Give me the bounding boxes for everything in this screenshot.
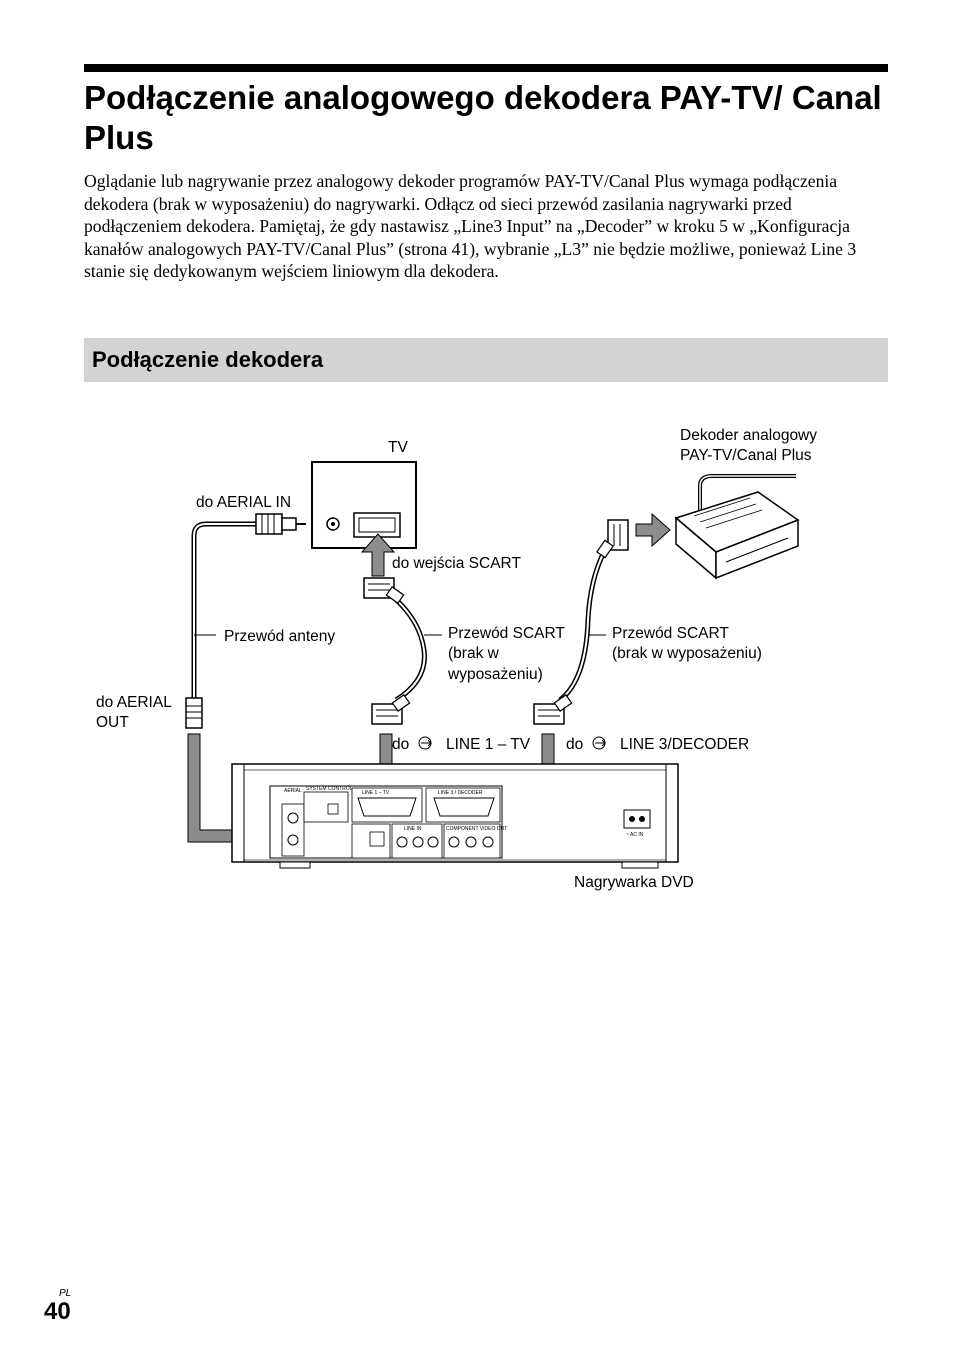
scart-cable-2-label-b: (brak w wyposażeniu) bbox=[612, 645, 762, 662]
scart-cable-1-label-c: wyposażeniu) bbox=[447, 666, 543, 683]
panel-aerial-label: AERIAL bbox=[284, 788, 302, 794]
antenna-cable-label: Przewód anteny bbox=[224, 628, 335, 645]
recorder-label: Nagrywarka DVD bbox=[574, 874, 694, 891]
intro-paragraph: Oglądanie lub nagrywanie przez analogowy… bbox=[84, 171, 857, 282]
page-number: 40 bbox=[44, 1298, 71, 1325]
panel-system-control-label: SYSTEM CONTROL bbox=[306, 786, 353, 792]
scart-cable-2 bbox=[533, 519, 629, 725]
panel-line-in-label: LINE IN bbox=[404, 826, 422, 832]
antenna-cable bbox=[185, 513, 306, 729]
decoder-icon bbox=[674, 474, 800, 580]
panel-line3-label: LINE 3 / DECODER bbox=[438, 790, 483, 796]
aerial-out-label-line2: OUT bbox=[96, 714, 129, 731]
input-arrow-icon bbox=[592, 736, 606, 750]
scart-cable-1-label-a: Przewód SCART bbox=[448, 625, 565, 642]
line1-prefix-label: do bbox=[392, 736, 409, 753]
scart-in-label: do wejścia SCART bbox=[392, 555, 521, 572]
line3-label: LINE 3/DECODER bbox=[620, 736, 749, 753]
scart-cable-2-label-a: Przewód SCART bbox=[612, 625, 729, 642]
line3-prefix-label: do bbox=[566, 736, 583, 753]
tv-icon bbox=[311, 461, 417, 549]
decoder-label-line2: PAY-TV/Canal Plus bbox=[680, 447, 812, 464]
panel-ac-in-label: ~ AC IN bbox=[626, 832, 644, 838]
section-title: Podłączenie dekodera bbox=[92, 347, 324, 372]
section-header: Podłączenie dekodera bbox=[84, 338, 888, 382]
aerial-in-label: do AERIAL IN bbox=[196, 494, 291, 511]
page-language: PL bbox=[59, 1288, 72, 1299]
input-arrow-icon bbox=[418, 736, 432, 750]
top-rule bbox=[84, 64, 888, 72]
line1-label: LINE 1 – TV bbox=[446, 736, 531, 753]
page-title: Podłączenie analogowego dekodera PAY-TV/… bbox=[84, 79, 882, 156]
scart-cable-1 bbox=[363, 577, 427, 725]
tv-label: TV bbox=[388, 439, 408, 456]
decoder-label-line1: Dekoder analogowy bbox=[680, 427, 817, 444]
scart-cable-1-label-b: (brak w bbox=[448, 645, 500, 662]
dvd-recorder-icon: AERIAL SYSTEM CONTROL LINE 1 – TV LINE 3… bbox=[231, 763, 679, 869]
panel-line1-label: LINE 1 – TV bbox=[362, 790, 390, 796]
aerial-out-label-line1: do AERIAL bbox=[96, 694, 172, 711]
panel-component-out-label: COMPONENT VIDEO OUT bbox=[446, 826, 507, 832]
